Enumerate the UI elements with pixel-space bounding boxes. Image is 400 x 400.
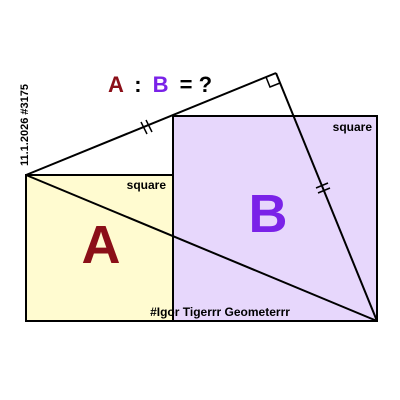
question-equals: = ?	[180, 72, 212, 97]
square-b	[172, 115, 378, 322]
square-a	[25, 174, 174, 322]
right-angle-marker	[265, 76, 281, 88]
line-apex-to-corner	[275, 72, 378, 322]
watermark: #Igor Tigerrr Geometerrr	[150, 305, 290, 319]
question-b: B	[153, 72, 169, 97]
line-diagonal	[25, 174, 378, 322]
tick-mark-left	[140, 119, 153, 135]
question-a: A	[108, 72, 124, 97]
question-text: A : B = ?	[108, 72, 212, 97]
square-b-caption: square	[333, 120, 373, 134]
label-a: A	[82, 215, 121, 275]
square-a-caption: square	[127, 178, 167, 192]
line-left-to-apex	[25, 72, 277, 176]
label-b: B	[249, 184, 288, 244]
date-id: 11.1.2026 #3175	[19, 84, 31, 166]
question-colon: :	[134, 72, 141, 97]
tick-mark-right	[315, 182, 331, 194]
